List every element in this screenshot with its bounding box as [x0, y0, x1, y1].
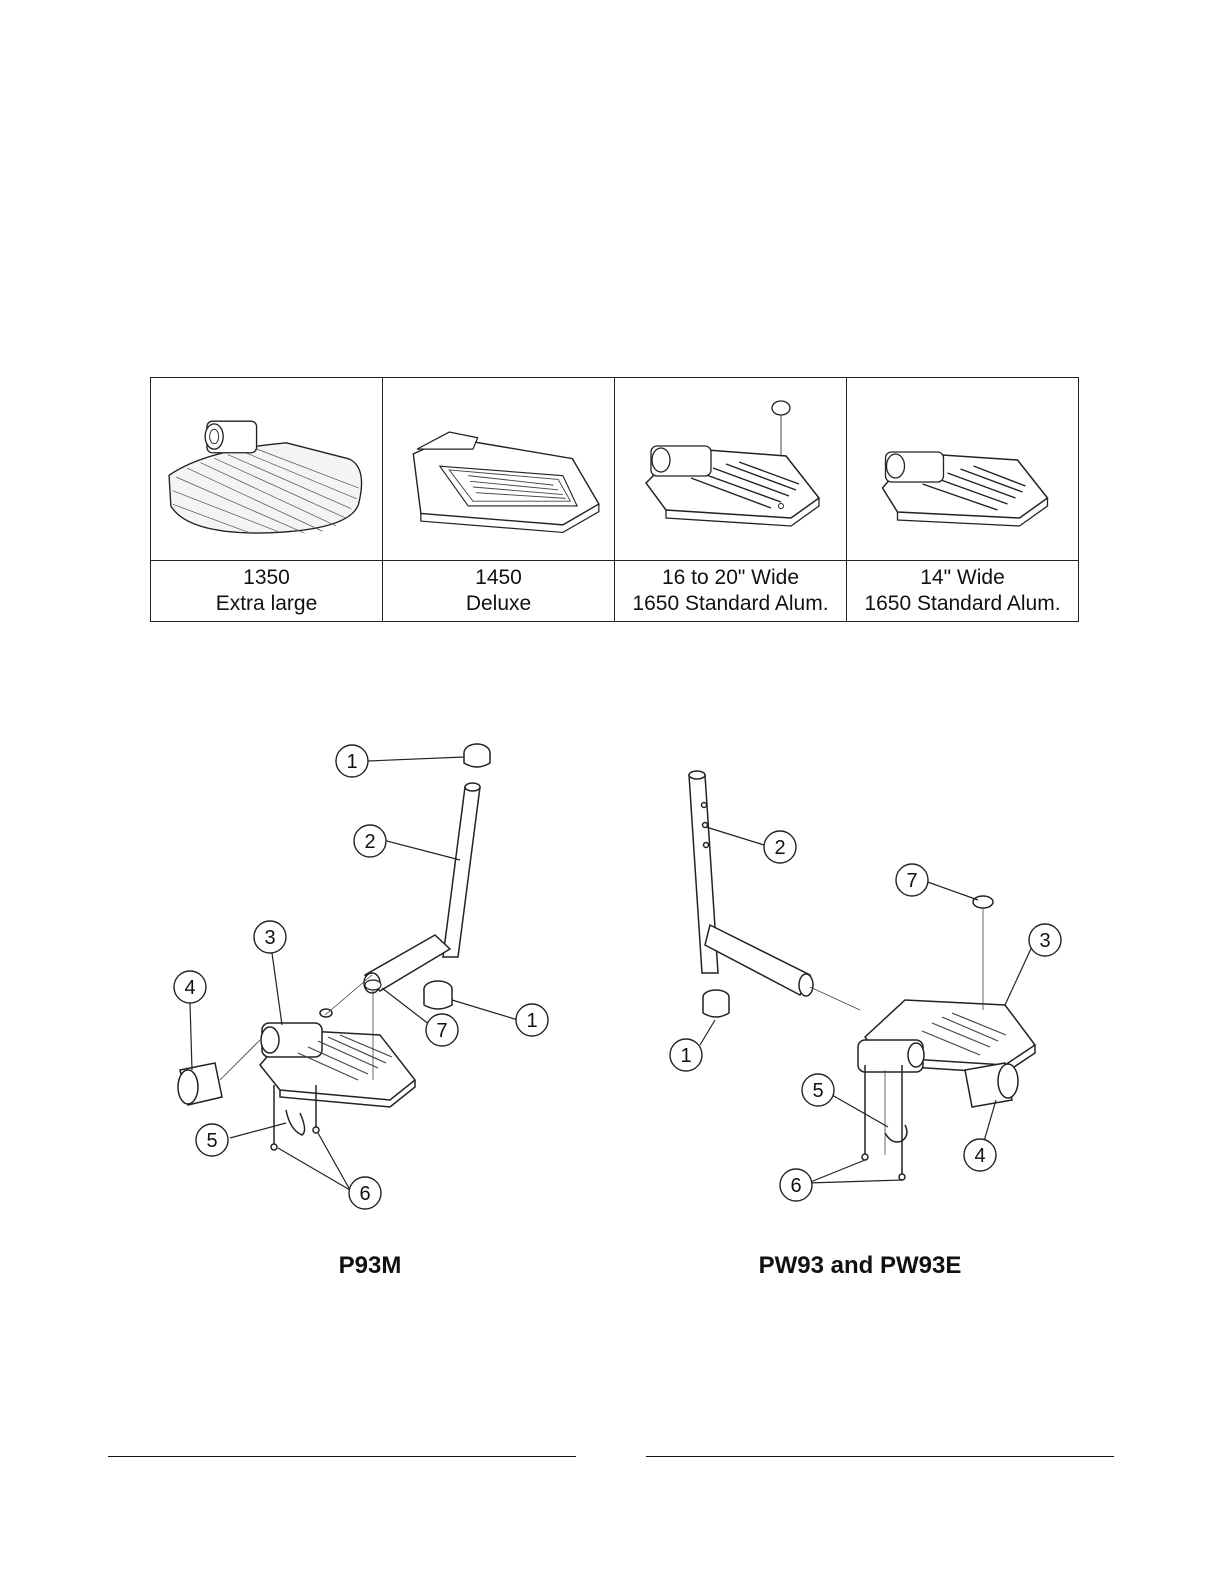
callout-2: 2	[364, 831, 375, 853]
footplate-1650-14-caption: 14" Wide 1650 Standard Alum.	[847, 561, 1079, 622]
footplate-1650-14-cell	[847, 378, 1079, 561]
pw93-title: PW93 and PW93E	[700, 1252, 1020, 1280]
p93m-title: P93M	[250, 1252, 490, 1280]
p93m-exploded-diagram: 1 2 3 4 1 7 5 6	[150, 735, 630, 1215]
callout-3: 3	[264, 927, 275, 949]
footplate-1450-cell	[383, 378, 615, 561]
model-number: 1350	[151, 565, 382, 591]
callout-1: 1	[680, 1045, 691, 1067]
callout-6: 6	[359, 1183, 370, 1205]
model-description: 1650 Standard Alum.	[847, 591, 1078, 617]
callout-7: 7	[906, 870, 917, 892]
footplate-1450-illustration	[383, 378, 614, 560]
callout-4: 4	[184, 977, 195, 999]
footplate-1650-14-illustration	[847, 378, 1078, 560]
callout-7: 7	[436, 1020, 447, 1042]
footplate-1350-illustration	[151, 378, 382, 560]
footplate-options-table: 1350 Extra large 1450 Deluxe 16 to 20" W…	[150, 377, 1079, 622]
model-width: 16 to 20" Wide	[615, 565, 846, 591]
model-description: Deluxe	[383, 591, 614, 617]
pw93-exploded-diagram: 2 7 3 1 5 4 6	[660, 765, 1110, 1205]
footer-divider-left	[108, 1456, 576, 1457]
model-number: 1450	[383, 565, 614, 591]
model-description: Extra large	[151, 591, 382, 617]
callout-5: 5	[812, 1080, 823, 1102]
callout-5: 5	[206, 1130, 217, 1152]
footplate-1650-wide-cell	[615, 378, 847, 561]
model-description: 1650 Standard Alum.	[615, 591, 846, 617]
callout-3: 3	[1039, 930, 1050, 952]
footplate-1350-cell	[151, 378, 383, 561]
footer-divider-right	[646, 1456, 1114, 1457]
footplate-1350-caption: 1350 Extra large	[151, 561, 383, 622]
footplate-1450-caption: 1450 Deluxe	[383, 561, 615, 622]
callout-6: 6	[790, 1175, 801, 1197]
footplate-1650-wide-caption: 16 to 20" Wide 1650 Standard Alum.	[615, 561, 847, 622]
callout-1-bottom: 1	[526, 1010, 537, 1032]
footplate-1650-wide-illustration	[615, 378, 846, 560]
model-width: 14" Wide	[847, 565, 1078, 591]
callout-1-top: 1	[346, 751, 357, 773]
callout-2: 2	[774, 837, 785, 859]
callout-4: 4	[974, 1145, 985, 1167]
